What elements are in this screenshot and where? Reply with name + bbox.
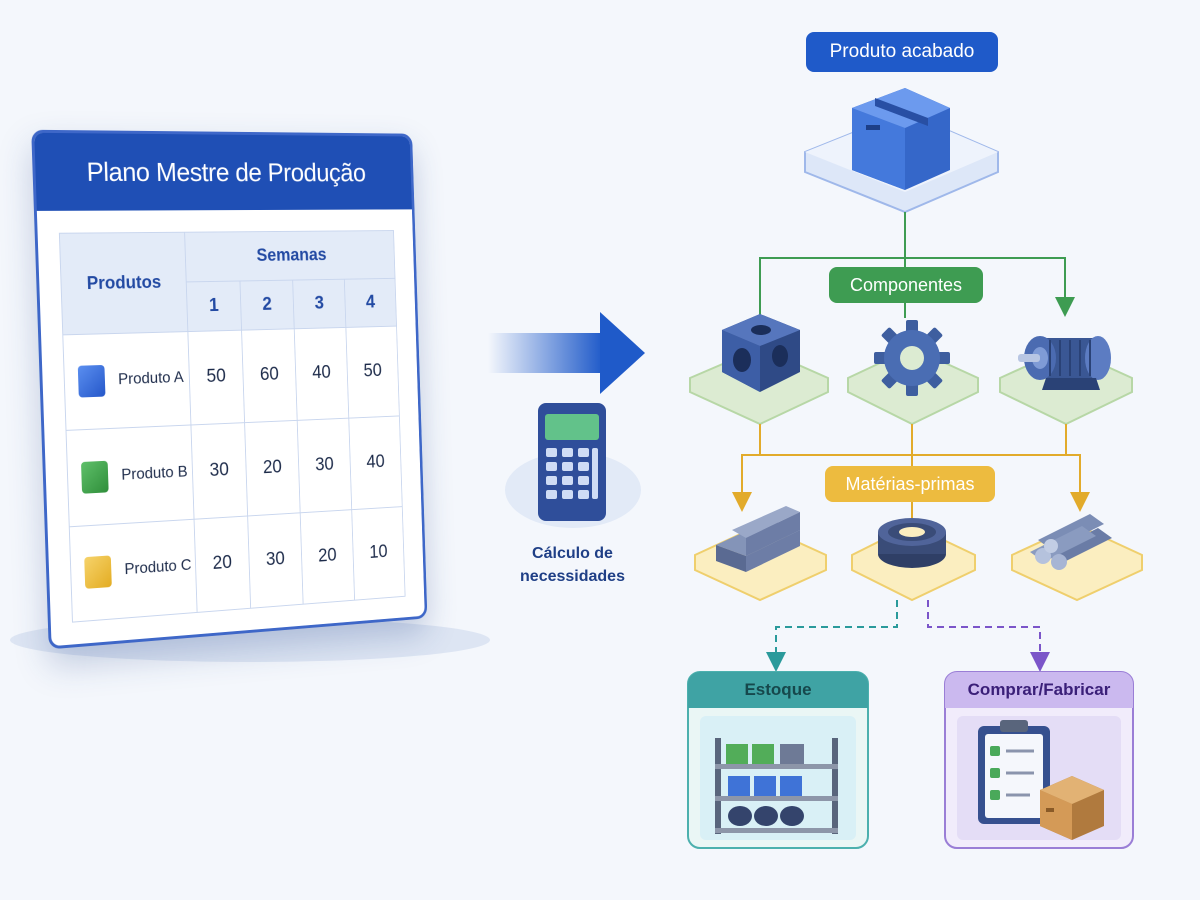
quantity-cell: 10 [351, 506, 406, 601]
mps-table: Produtos Semanas 1 2 3 4 Produto A 50 60… [59, 230, 406, 623]
weeks-header: Semanas [184, 230, 396, 282]
box-icon [852, 88, 950, 190]
week-header: 3 [292, 279, 346, 329]
steel-rods-icon [1030, 514, 1112, 570]
quantity-cell: 40 [294, 327, 349, 421]
calculator-icon [505, 403, 641, 528]
product-a-cube-icon [77, 365, 106, 398]
housing-block-icon [722, 314, 800, 392]
motor-icon [1018, 336, 1111, 390]
buy-connector [927, 600, 1050, 672]
clipboard-icon [978, 720, 1050, 824]
week-header: 4 [344, 278, 397, 328]
mps-panel: Plano Mestre de Produção Produtos Semana… [31, 129, 428, 650]
calc-label: Cálculo de necessidades [505, 542, 640, 588]
calc-label-line1: Cálculo de [532, 545, 613, 562]
product-c-cube-icon [84, 555, 112, 590]
quantity-cell: 30 [297, 418, 352, 513]
buy-title: Comprar/Fabricar [967, 680, 1111, 699]
quantity-cell: 20 [244, 420, 301, 516]
stock-connector [766, 600, 898, 672]
product-name: Produto C [124, 557, 192, 579]
product-name: Produto B [121, 463, 188, 484]
week-header: 2 [239, 279, 295, 330]
week-header: 1 [186, 280, 242, 332]
mps-title: Plano Mestre de Produção [34, 132, 412, 211]
quantity-cell: 40 [348, 416, 403, 510]
quantity-cell: 50 [345, 325, 400, 419]
quantity-cell: 20 [300, 509, 355, 605]
flow-arrow [488, 312, 645, 394]
metal-bars-icon [716, 506, 800, 572]
shelf-icon [715, 738, 838, 834]
components-badge: Componentes [829, 267, 983, 303]
quantity-cell: 30 [247, 512, 304, 609]
material-connectors [732, 424, 1090, 518]
quantity-cell: 50 [187, 329, 245, 426]
finished-product-badge: Produto acabado [806, 32, 998, 72]
table-row: Produto C 20 30 20 10 [69, 506, 406, 623]
table-row: Produto A 50 60 40 50 [62, 325, 400, 431]
quantity-cell: 60 [241, 328, 298, 423]
quantity-cell: 20 [193, 515, 251, 613]
raw-materials-badge: Matérias-primas [825, 466, 995, 502]
product-b-cube-icon [80, 460, 109, 494]
calc-label-line2: necessidades [520, 568, 625, 585]
steel-coil-icon [878, 518, 946, 568]
product-name: Produto A [117, 369, 184, 389]
stock-title: Estoque [744, 680, 812, 699]
products-header: Produtos [59, 232, 188, 335]
gear-icon [874, 320, 950, 396]
quantity-cell: 30 [190, 422, 248, 519]
cardboard-box-icon [1040, 776, 1104, 840]
